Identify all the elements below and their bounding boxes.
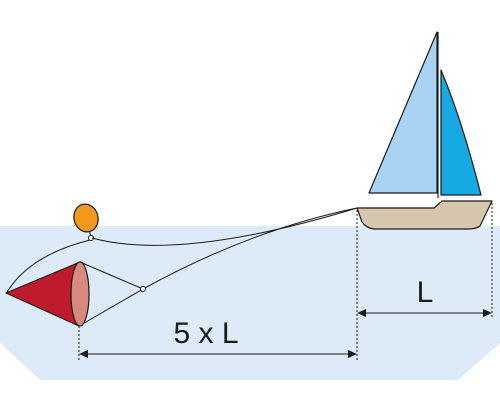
bridle-bottom <box>78 288 144 327</box>
mainsail <box>368 31 438 194</box>
anchor-distance-label: 5 x L <box>173 317 238 350</box>
anchor-lines <box>6 207 358 327</box>
float-trip-line <box>6 239 91 293</box>
distance-arrow-right-head <box>348 350 357 358</box>
length-arrow-left-head <box>357 309 366 317</box>
length-arrow-right-head <box>483 309 492 317</box>
dimension-markers <box>78 203 493 360</box>
swivel-ring <box>140 286 146 292</box>
buoy-icon <box>73 203 99 241</box>
float-buoy <box>73 203 99 233</box>
main-rode <box>142 207 358 290</box>
distance-arrow-left-head <box>79 350 88 358</box>
sailboat-icon <box>356 31 493 230</box>
jib-sail <box>440 69 482 196</box>
boat-length-label: L <box>417 276 434 309</box>
hull <box>356 200 493 230</box>
float-line <box>91 207 358 246</box>
sea-anchor-mouth <box>70 261 90 327</box>
water-area <box>0 226 500 380</box>
drogue-icon <box>5 261 146 327</box>
bridle-top <box>79 261 144 290</box>
